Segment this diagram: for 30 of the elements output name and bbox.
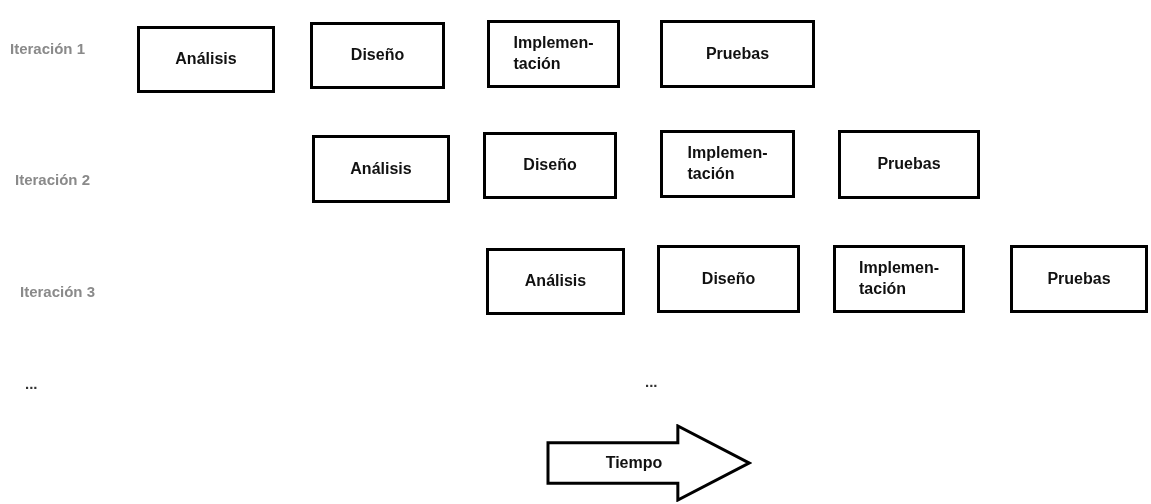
node-label: Pruebas — [705, 43, 770, 64]
node-label: Tiempo — [605, 452, 663, 473]
node-label: Diseño — [350, 45, 405, 66]
node-label: Análisis — [175, 49, 237, 70]
process-box — [483, 132, 617, 199]
iteration-label: Iteración 3 — [20, 283, 96, 300]
node-label: Implemen- tación — [513, 33, 594, 74]
node-label: Pruebas — [877, 154, 941, 175]
node-label: Diseño — [523, 155, 577, 176]
process-box — [657, 245, 800, 313]
process-box — [660, 20, 815, 88]
iteration-label: Iteración 2 — [15, 171, 91, 188]
node-label: Análisis — [350, 158, 412, 179]
process-box — [310, 22, 445, 89]
process-box — [487, 20, 620, 88]
process-box — [838, 130, 980, 199]
node-label: Implemen- tación — [859, 258, 939, 299]
node-label: Pruebas — [1047, 268, 1111, 289]
process-box — [660, 130, 795, 198]
node-label: Diseño — [701, 268, 756, 289]
process-box — [137, 26, 275, 93]
process-box — [1010, 245, 1148, 313]
iteration-label: Iteración 1 — [10, 40, 86, 57]
ellipsis: ... — [25, 375, 38, 392]
process-box — [312, 135, 450, 203]
process-box — [486, 248, 625, 315]
ellipsis: ... — [645, 373, 658, 390]
node-label: Análisis — [524, 271, 587, 292]
node-label: Implemen- tación — [687, 143, 768, 184]
process-box — [833, 245, 965, 313]
